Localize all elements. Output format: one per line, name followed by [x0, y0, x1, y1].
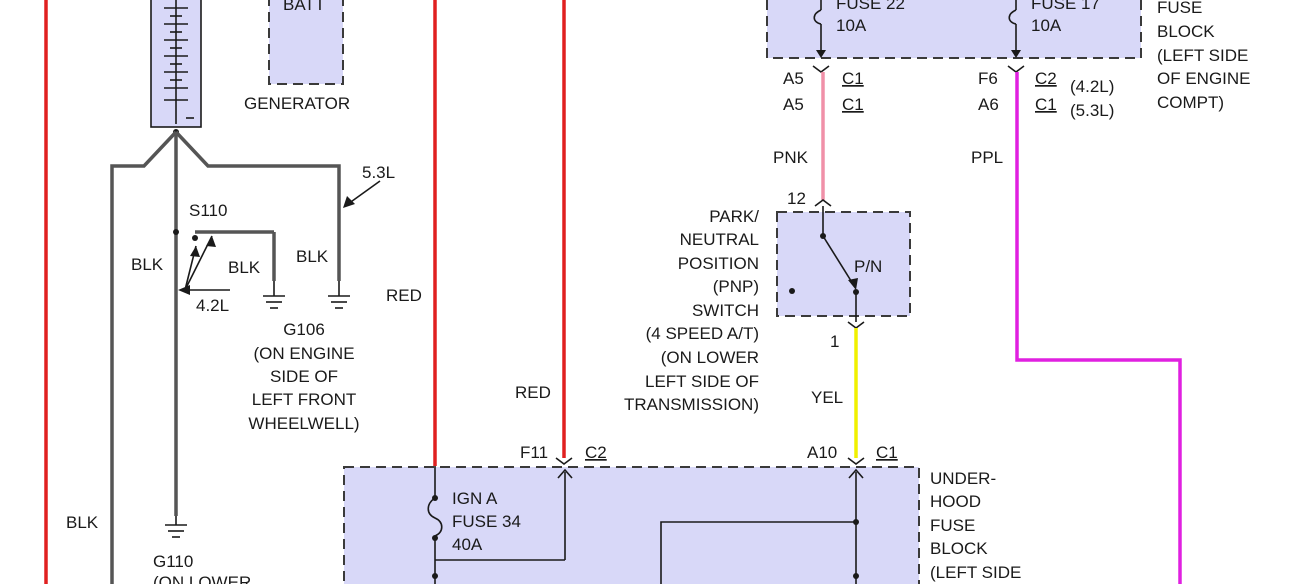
pnp-line-6: (4 SPEED A/T): [646, 324, 759, 343]
connector-c1-right: C1: [1035, 95, 1057, 114]
connector-c1-top: C1: [842, 69, 864, 88]
generator-component: BATT GENERATOR: [244, 0, 350, 113]
wire-label-ppl: PPL: [971, 148, 1003, 167]
ground-g110-label: G110 (ON LOWER: [153, 552, 251, 584]
battery-symbol: [150, 0, 202, 135]
underhood-line-4: BLOCK: [930, 539, 988, 558]
connector-note-4-2l: (4.2L): [1070, 77, 1114, 96]
fuse17-rating: 10A: [1031, 16, 1062, 35]
splice-label: S110: [189, 201, 227, 220]
connector-c1-bottom: C1: [842, 95, 864, 114]
underhood-fuse-block-label: UNDER- HOOD FUSE BLOCK (LEFT SIDE: [930, 469, 1021, 582]
pnp-line-4: (PNP): [713, 277, 759, 296]
wire-label-blk-b: BLK: [228, 258, 261, 277]
fuse22-rating: 10A: [836, 16, 867, 35]
ground-symbol-g106b: [328, 281, 350, 309]
pnp-line-7: (ON LOWER: [661, 348, 759, 367]
pnp-line-5: SWITCH: [692, 301, 759, 320]
wire-label-red-b: RED: [515, 383, 551, 402]
ground-g106-line-3: SIDE OF: [270, 367, 338, 386]
ground-symbol-g110: [165, 516, 187, 538]
underhood-line-1: UNDER-: [930, 469, 996, 488]
pin-1-label: 1: [830, 332, 839, 351]
connector-chevron-a5: [812, 65, 830, 73]
ign-fuse-line-2: FUSE 34: [452, 512, 521, 531]
battery-terminal-label: BATT: [283, 0, 325, 14]
ground-g106-line-1: G106: [283, 320, 325, 339]
ign-fuse-line-3: 40A: [452, 535, 483, 554]
wire-label-blk-c: BLK: [296, 247, 329, 266]
ground-g106-line-4: LEFT FRONT: [252, 390, 357, 409]
top-fuse-block-line-4: OF ENGINE: [1157, 69, 1251, 88]
connector-a5-top: A5: [783, 69, 804, 88]
connector-a6: A6: [978, 95, 999, 114]
connector-c2-right: C2: [1035, 69, 1057, 88]
top-fuse-block-line-1: FUSE: [1157, 0, 1202, 17]
connector-a10: A10: [807, 443, 837, 462]
pin-12-label: 12: [787, 189, 806, 208]
underhood-line-3: FUSE: [930, 516, 975, 535]
connector-c2-bottom: C2: [585, 443, 607, 462]
top-fuse-block-line-3: (LEFT SIDE: [1157, 46, 1248, 65]
pnp-pn-label: P/N: [854, 257, 882, 276]
ground-g106-label: G106 (ON ENGINE SIDE OF LEFT FRONT WHEEL…: [248, 320, 359, 433]
ground-g106-line-2: (ON ENGINE: [253, 344, 354, 363]
pnp-line-1: PARK/: [709, 207, 759, 226]
connector-f6: F6: [978, 69, 998, 88]
ign-fuse-line-1: IGN A: [452, 489, 498, 508]
connector-f11: F11: [520, 443, 548, 462]
connector-c1-bottom-right: C1: [876, 443, 898, 462]
top-fuse-block-line-5: COMPT): [1157, 93, 1224, 112]
connector-chevron-f6: [1007, 65, 1025, 73]
wire-purple: [1015, 72, 1182, 584]
underhood-line-2: HOOD: [930, 492, 981, 511]
generator-label: GENERATOR: [244, 94, 350, 113]
wire-label-pnk: PNK: [773, 148, 809, 167]
pnp-line-8: LEFT SIDE OF: [645, 372, 759, 391]
ground-wiring: [110, 130, 381, 584]
connector-note-5-3l: (5.3L): [1070, 101, 1114, 120]
pnp-line-2: NEUTRAL: [680, 230, 759, 249]
ground-symbol-g106a: [263, 281, 285, 309]
pnp-switch-label: PARK/ NEUTRAL POSITION (PNP) SWITCH (4 S…: [624, 207, 759, 414]
pnp-line-3: POSITION: [678, 254, 759, 273]
underhood-fuse-block: [343, 457, 920, 584]
ground-g110-line-1: G110: [153, 552, 193, 571]
top-fuse-block-line-2: BLOCK: [1157, 22, 1215, 41]
underhood-line-5: (LEFT SIDE: [930, 563, 1021, 582]
ground-g106-line-5: WHEELWELL): [248, 414, 359, 433]
top-fuse-block-label: FUSE BLOCK (LEFT SIDE OF ENGINE COMPT): [1157, 0, 1251, 112]
pnp-line-9: TRANSMISSION): [624, 395, 759, 414]
engine-label-5-3l: 5.3L: [362, 163, 395, 182]
wire-label-yel: YEL: [811, 388, 843, 407]
wire-label-red-a: RED: [386, 286, 422, 305]
wire-label-blk-d: BLK: [66, 513, 99, 532]
wire-label-blk-a: BLK: [131, 255, 164, 274]
pnp-switch: [776, 199, 911, 329]
connector-a5-bottom: A5: [783, 95, 804, 114]
fuse17-name: FUSE 17: [1031, 0, 1100, 13]
top-fuse-block: FUSE 22 10A FUSE 17 10A: [766, 0, 1142, 59]
fuse22-name: FUSE 22: [836, 0, 905, 13]
engine-label-4-2l: 4.2L: [196, 296, 229, 315]
ground-g110-line-2: (ON LOWER: [153, 573, 251, 584]
